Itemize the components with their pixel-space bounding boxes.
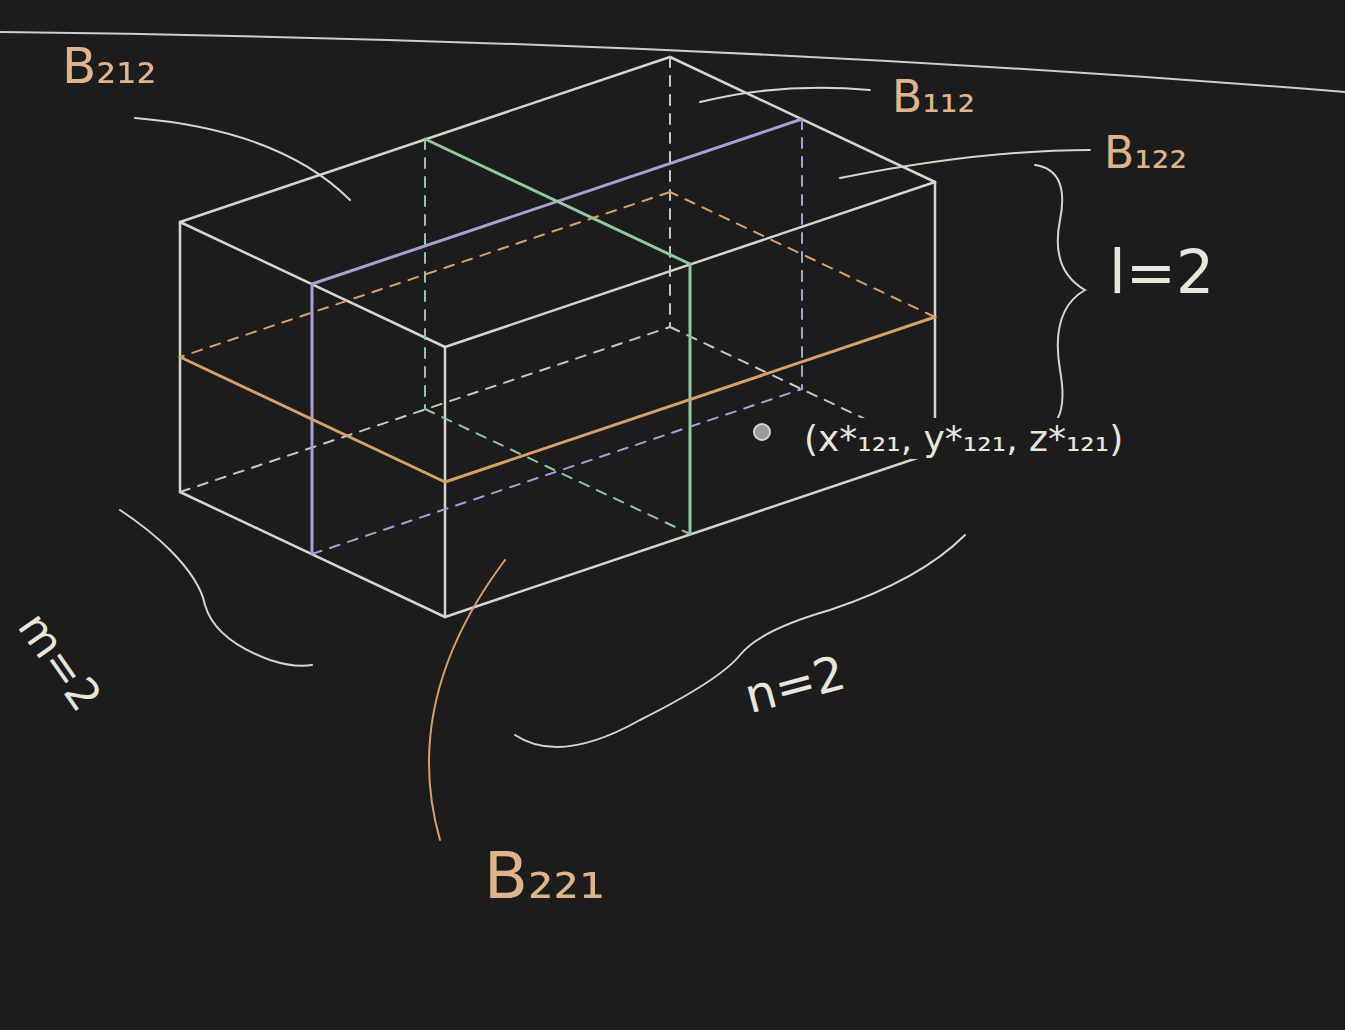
point-label: (x*₁₂₁, y*₁₂₁, z*₁₂₁) — [800, 418, 1127, 459]
m-division — [312, 119, 802, 554]
dimension-label: m=2 — [6, 600, 114, 724]
board-line — [0, 32, 1345, 92]
part-label: B₁₂₂ — [1100, 128, 1191, 179]
part-label: B₂₁₂ — [58, 38, 160, 96]
sample-point — [754, 424, 770, 440]
dimension-label: n=2 — [735, 644, 855, 726]
dimension-label: l=2 — [1105, 238, 1218, 307]
leader-lines — [135, 88, 1090, 840]
part-label: B₁₁₂ — [888, 72, 979, 123]
part-label: B₂₂₁ — [480, 840, 609, 914]
box-edges — [180, 57, 935, 617]
